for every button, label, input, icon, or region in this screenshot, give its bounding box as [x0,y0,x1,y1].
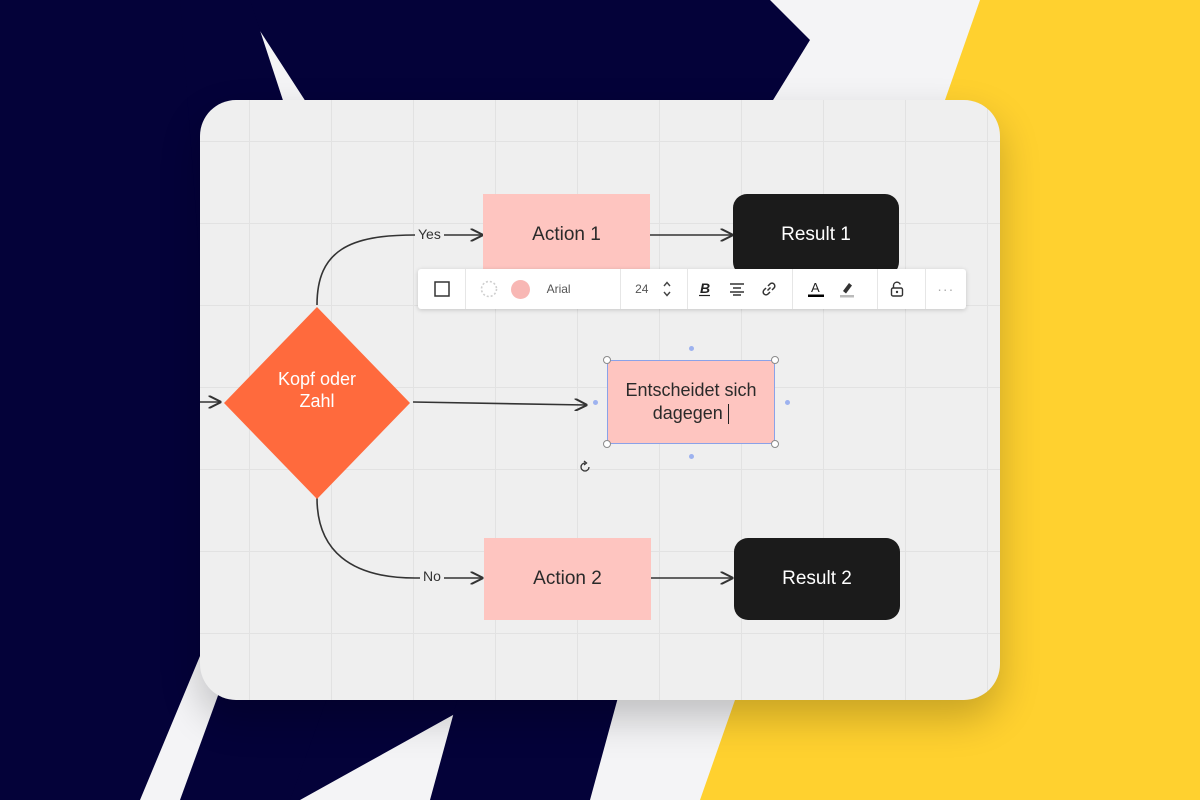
result-2-label: Result 2 [782,568,852,589]
decision-diamond[interactable] [222,305,412,501]
resize-handle-bottom-right[interactable] [771,440,779,448]
connection-point-right[interactable] [785,400,790,405]
text-color-button[interactable]: A [791,269,839,309]
text-color-icon: A [807,280,824,297]
resize-handle-top-left[interactable] [603,356,611,364]
diagram-canvas[interactable]: Yes No Kopf oder Zahl Action 1 Action 2 … [200,100,1000,700]
connection-point-top[interactable] [689,346,694,351]
highlight-button[interactable] [839,269,855,309]
connection-point-bottom[interactable] [689,454,694,459]
action-1-box[interactable]: Action 1 [483,194,650,276]
resize-handle-bottom-left[interactable] [603,440,611,448]
svg-text:B: B [700,281,710,296]
connection-point-left[interactable] [593,400,598,405]
font-family-select[interactable]: Arial [531,269,620,309]
action-1-label: Action 1 [532,224,601,245]
more-button[interactable]: ··· [924,269,966,309]
highlight-icon [840,283,854,298]
fill-color-button[interactable] [511,269,531,309]
action-2-box[interactable]: Action 2 [484,538,651,620]
action-2-label: Action 2 [533,568,602,589]
shape-button[interactable] [418,269,465,309]
align-center-button[interactable] [722,269,752,309]
link-icon [762,282,776,296]
result-1-box[interactable]: Result 1 [733,194,899,276]
resize-handle-top-right[interactable] [771,356,779,364]
lock-button[interactable] [877,269,917,309]
rotate-icon[interactable] [578,460,592,474]
bold-button[interactable]: B [686,269,723,309]
lock-icon [891,281,904,297]
font-size-value: 24 [635,282,649,296]
font-family-value: Arial [546,282,571,296]
text-cursor [727,404,730,425]
decision-label: Kopf oder Zahl [277,369,357,411]
svg-text:A: A [811,280,820,295]
selected-text-box[interactable]: Entscheidet sich dagegen [607,360,775,444]
edge-label-no: No [420,568,444,584]
shape-square-icon [433,281,450,297]
format-toolbar: Arial 24 B A ··· [418,269,966,309]
stepper-arrows-icon[interactable] [662,280,672,298]
result-2-box[interactable]: Result 2 [734,538,900,620]
edge-label-yes: Yes [415,226,444,242]
result-1-label: Result 1 [781,224,851,245]
editing-text-line2[interactable]: dagegen [652,403,723,423]
fill-color-swatch [511,279,531,299]
border-style-button[interactable] [465,269,510,309]
bold-icon: B [699,281,710,297]
font-size-stepper[interactable]: 24 [619,269,687,309]
connector-lines [200,100,1000,700]
border-style-icon [480,280,497,298]
align-center-icon [730,283,745,296]
more-icon: ··· [937,281,955,297]
link-button[interactable] [752,269,786,309]
editing-text-line1[interactable]: Entscheidet sich [625,380,757,400]
